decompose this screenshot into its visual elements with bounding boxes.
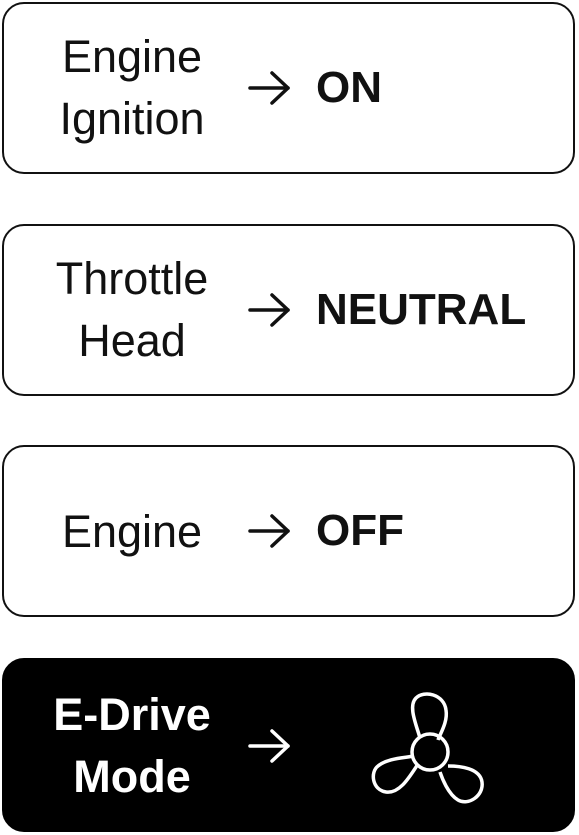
- engine-ignition-card: Engine Ignition ON: [2, 2, 575, 174]
- engine-value: OFF: [316, 506, 404, 555]
- right-arrow-icon: [248, 293, 290, 327]
- label-line-1: Engine: [61, 31, 203, 82]
- label-line-2: Ignition: [59, 93, 205, 144]
- throttle-head-value: NEUTRAL: [316, 285, 527, 334]
- fan-icon: [371, 692, 484, 804]
- label-line-2: Mode: [73, 751, 191, 802]
- label-line-1: E-Drive: [53, 689, 211, 740]
- right-arrow-icon: [248, 729, 290, 763]
- throttle-head-label: Throttle Head: [4, 248, 260, 372]
- engine-card: Engine OFF: [2, 445, 575, 617]
- label-line-2: Head: [78, 315, 186, 366]
- right-arrow-icon: [248, 514, 290, 548]
- throttle-head-card: Throttle Head NEUTRAL: [2, 224, 575, 396]
- engine-ignition-label: Engine Ignition: [4, 26, 260, 150]
- e-drive-mode-card: E-Drive Mode: [2, 658, 575, 832]
- label-line-1: Engine: [61, 506, 203, 557]
- label-line-1: Throttle: [55, 253, 209, 304]
- engine-ignition-value: ON: [316, 63, 382, 112]
- right-arrow-icon: [248, 71, 290, 105]
- e-drive-mode-label: E-Drive Mode: [4, 684, 260, 808]
- engine-label: Engine: [4, 501, 260, 563]
